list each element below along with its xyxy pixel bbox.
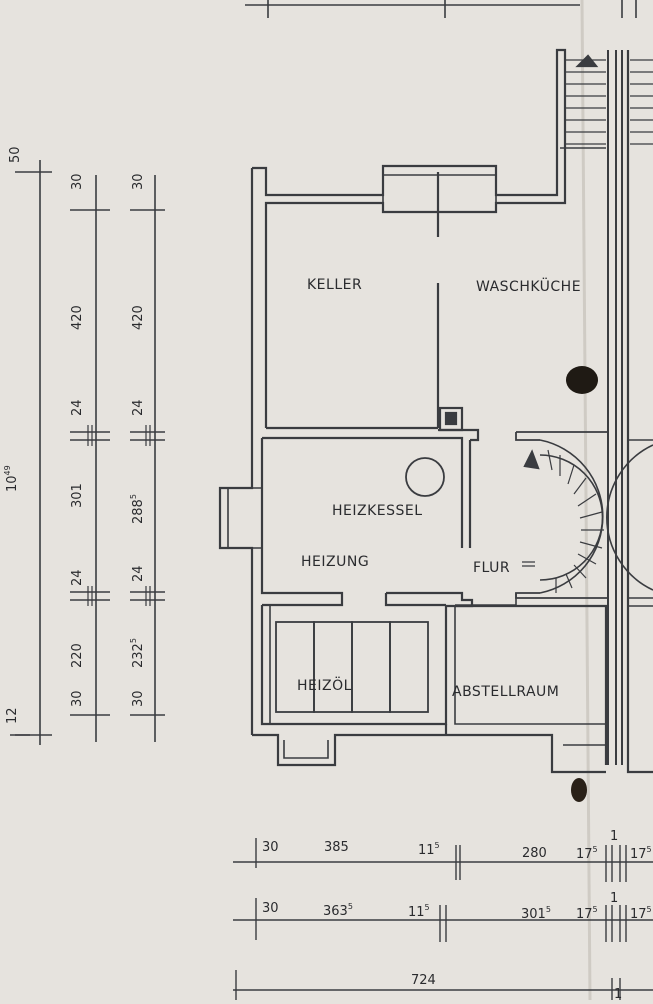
dim-col2-item: 420 bbox=[131, 305, 146, 330]
punch-hole-bottom bbox=[571, 778, 587, 802]
dim-row2-item: 115 bbox=[408, 903, 430, 920]
dim-left-top: 50 bbox=[8, 146, 23, 163]
dim-row2-item: 30 bbox=[262, 901, 279, 916]
dim-row1-item: 115 bbox=[418, 841, 440, 858]
dim-total-extra: 1 bbox=[614, 987, 622, 1000]
dim-row-1: 30 385 115 280 175 1 175 bbox=[262, 829, 652, 862]
dim-col2-item: 30 bbox=[131, 690, 146, 707]
room-label-abstellraum: ABSTELLRAUM bbox=[452, 684, 559, 700]
dim-row1-item: 30 bbox=[262, 840, 279, 855]
dim-col1-item: 301 bbox=[70, 483, 85, 508]
dim-col1-item: 24 bbox=[70, 399, 85, 416]
dim-left-outer: 50 1049 12 bbox=[3, 146, 23, 724]
dim-col1-item: 220 bbox=[70, 643, 85, 668]
dim-row2-item: 3015 bbox=[521, 905, 551, 922]
punch-hole-top bbox=[566, 366, 598, 394]
dim-row-2: 30 3635 115 3015 175 1 175 bbox=[262, 891, 652, 922]
dim-left-total: 1049 bbox=[3, 465, 20, 492]
dim-row1-item: 1 bbox=[610, 829, 618, 844]
dim-col1-item: 420 bbox=[70, 305, 85, 330]
room-label-heizkessel: HEIZKESSEL bbox=[332, 503, 423, 519]
dim-column-2: 30 420 24 2885 24 2325 30 bbox=[129, 173, 146, 707]
dim-col1-item: 30 bbox=[70, 690, 85, 707]
dim-row2-item: 3635 bbox=[323, 902, 353, 919]
dim-col2-item: 2885 bbox=[129, 494, 146, 524]
dim-row2-item: 175 bbox=[630, 905, 652, 922]
dim-col2-item: 2325 bbox=[129, 638, 146, 668]
dim-col2-item: 24 bbox=[131, 399, 146, 416]
room-label-heizung: HEIZUNG bbox=[301, 554, 369, 570]
dim-row2-item: 1 bbox=[610, 891, 618, 906]
dim-row2-item: 175 bbox=[576, 905, 598, 922]
room-label-waschkueche: WASCHKÜCHE bbox=[476, 277, 581, 295]
room-label-flur: FLUR bbox=[473, 560, 510, 576]
dim-col1-item: 30 bbox=[70, 173, 85, 190]
room-label-keller: KELLER bbox=[307, 277, 362, 293]
dim-row1-item: 175 bbox=[576, 845, 598, 862]
dim-row1-item: 175 bbox=[630, 845, 652, 862]
dim-row1-item: 385 bbox=[324, 840, 349, 855]
dim-total-width: 724 bbox=[411, 973, 436, 988]
dim-col2-item: 30 bbox=[131, 173, 146, 190]
plan-walls bbox=[10, 0, 653, 1000]
dim-column-1: 30 420 24 301 24 220 30 bbox=[70, 173, 85, 707]
dim-col1-item: 24 bbox=[70, 569, 85, 586]
dim-left-bottom: 12 bbox=[5, 707, 20, 724]
dim-col2-item: 24 bbox=[131, 565, 146, 582]
room-label-heizoel: HEIZÖL bbox=[297, 676, 352, 694]
dim-row1-item: 280 bbox=[522, 846, 547, 861]
